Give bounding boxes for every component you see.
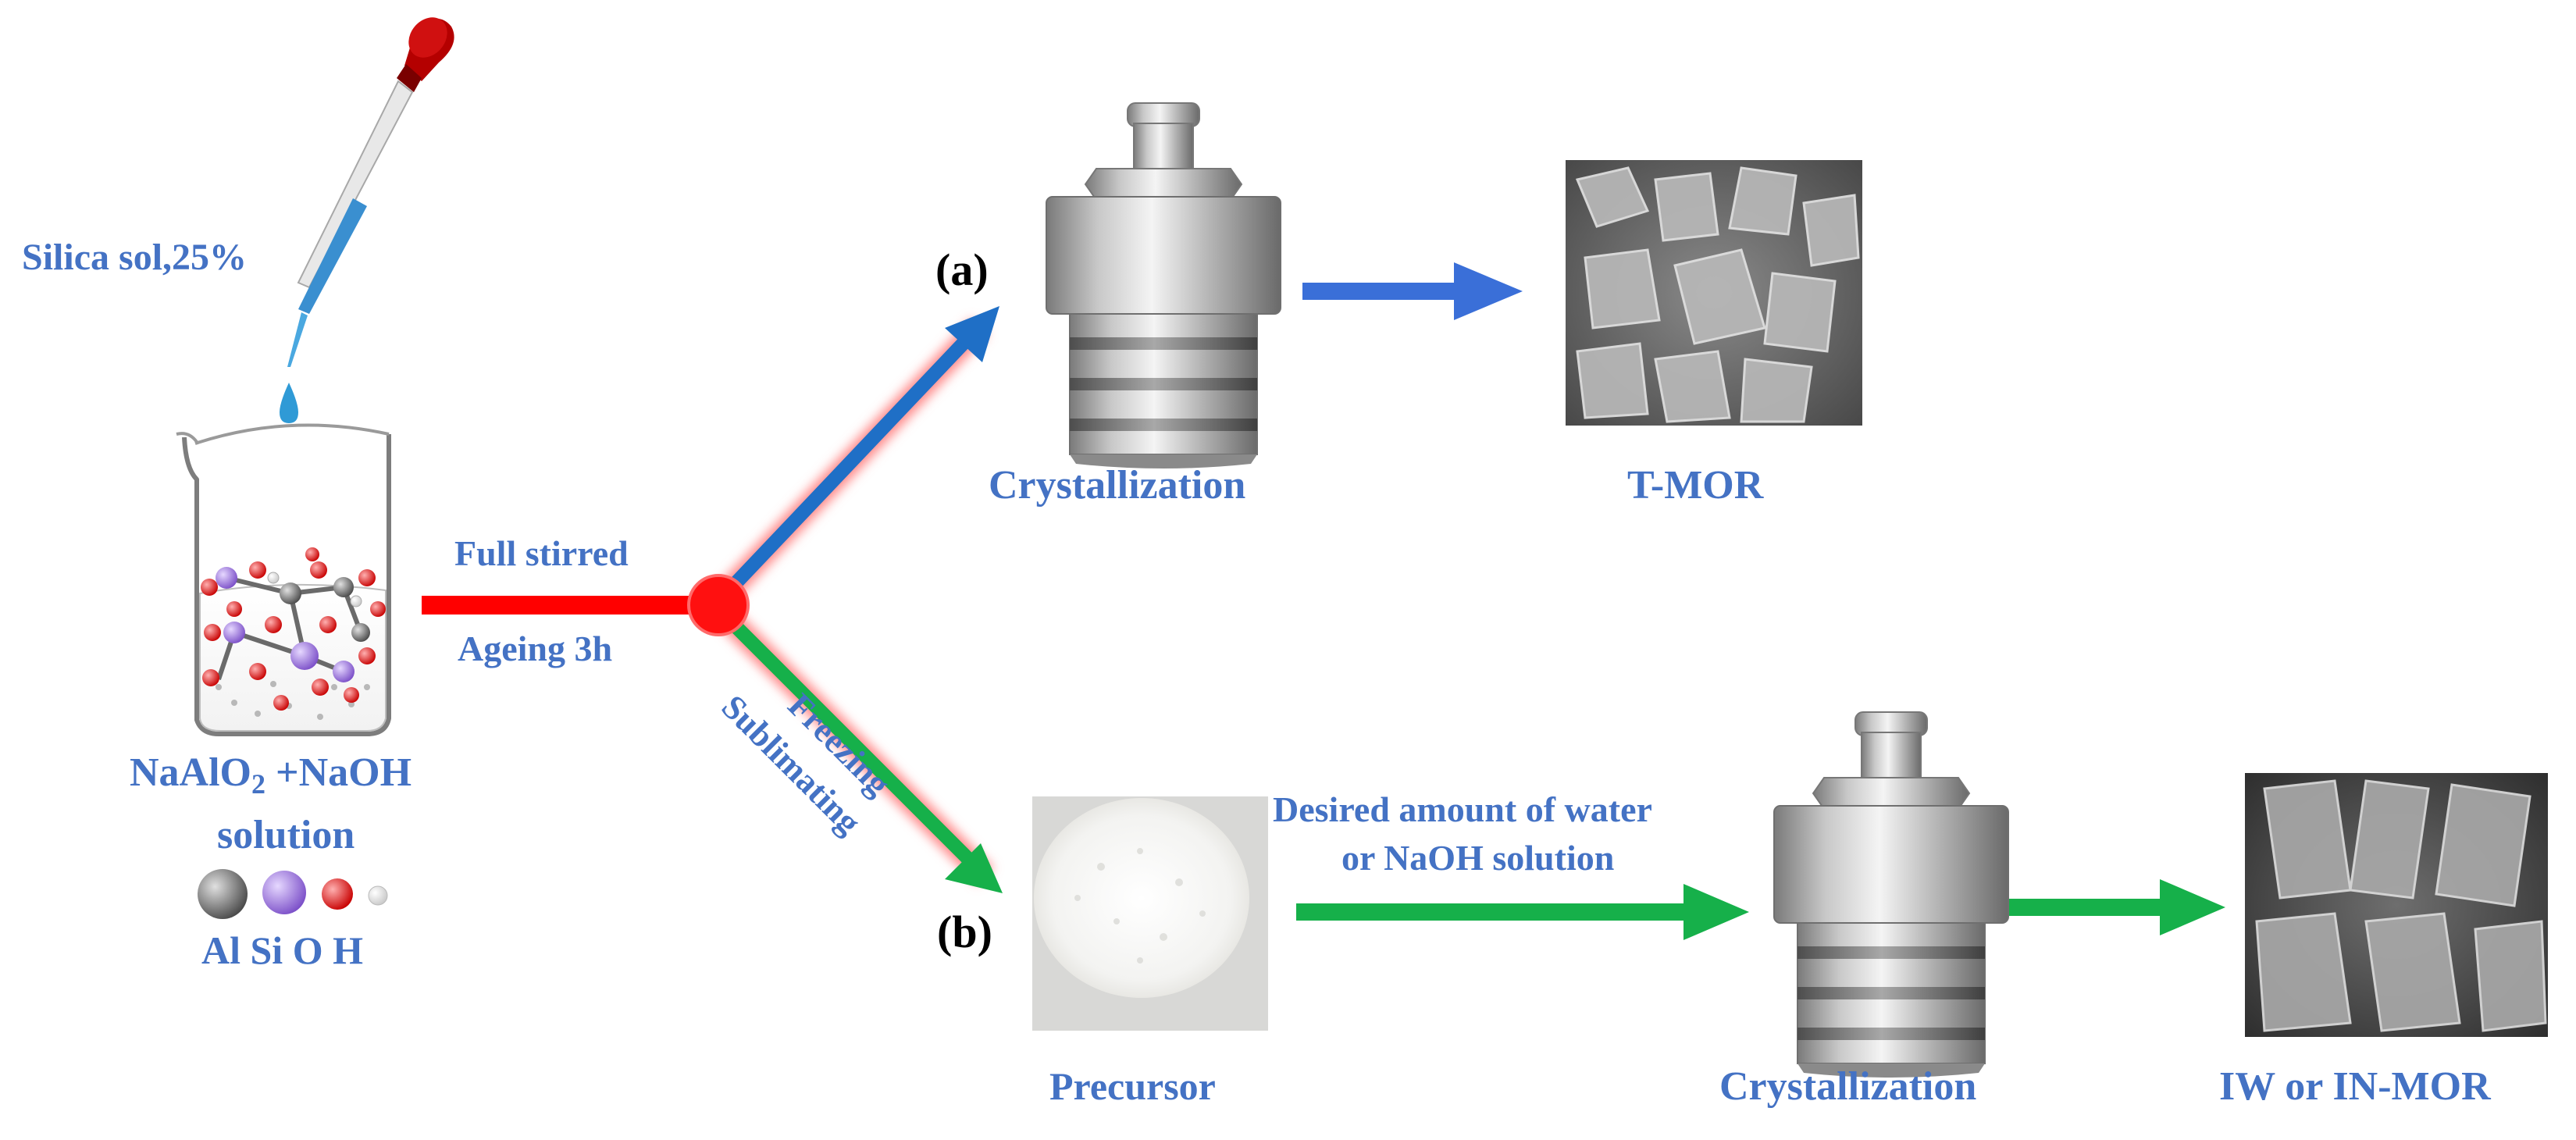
full-stirred-label: Full stirred: [454, 533, 629, 573]
precursor-label: Precursor: [1049, 1064, 1216, 1108]
t-mor-label: T-MOR: [1627, 463, 1764, 508]
silica-sol-label: Silica sol,25%: [22, 237, 248, 278]
solution-label: solution: [217, 813, 355, 857]
powder-icon: [1032, 796, 1268, 1031]
desired-amount-line1: Desired amount of water: [1273, 789, 1652, 829]
crystallization-b-label: Crystallization: [1719, 1064, 1977, 1109]
to-t-mor-arrow: [1302, 262, 1523, 320]
dropper-icon: [280, 17, 454, 423]
sem-micrograph-icon: [2245, 773, 2548, 1037]
junction-node: [687, 574, 750, 636]
beaker-icon: [176, 423, 391, 736]
naalo-subscript: 2: [251, 768, 265, 800]
to-iw-mor-arrow: [1993, 879, 2225, 935]
route-b-arrow: [714, 604, 1003, 893]
route-a-label: (a): [935, 244, 989, 295]
autoclave-icon: [1773, 711, 2009, 1078]
naalo-prefix: NaAlO: [130, 750, 251, 795]
sem-micrograph-icon: [1566, 160, 1862, 426]
to-crystallization-b-arrow: [1296, 884, 1749, 940]
desired-amount-line2: or NaOH solution: [1341, 838, 1615, 878]
naalo-suffix: +NaOH: [265, 750, 412, 795]
gel-particles: [216, 681, 370, 720]
crystallization-a-label: Crystallization: [989, 463, 1246, 508]
autoclave-icon: [1046, 102, 1281, 468]
route-a-arrow: [714, 306, 999, 606]
ageing-label: Ageing 3h: [458, 629, 613, 668]
molecule-cluster: [201, 547, 386, 711]
atom-legend-balls: [198, 869, 388, 919]
naalo2-naoh-label: NaAlO2 +NaOH: [130, 750, 412, 800]
route-b-label: (b): [937, 907, 992, 957]
iw-in-mor-label: IW or IN-MOR: [2219, 1064, 2491, 1109]
atom-legend-label: Al Si O H: [201, 928, 363, 972]
